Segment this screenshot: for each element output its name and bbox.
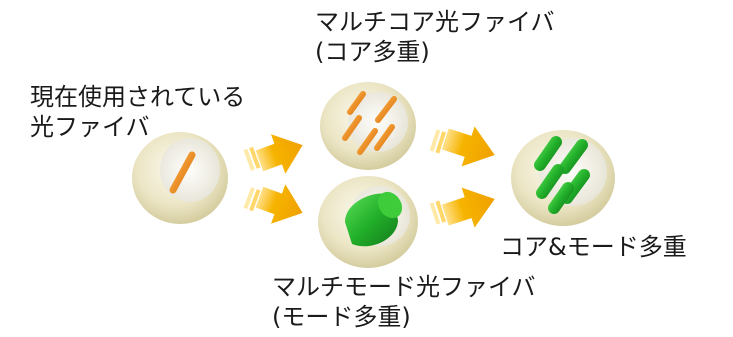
core-mode-label: コア&モード多重 [500,233,687,261]
multicore-fiber-label: マルチコア光ファイバ (コア多重) [315,7,555,67]
multimode-fiber-label-line: (モード多重) [272,303,411,331]
core-mode-fiber-graphic [511,130,615,226]
core-mode-fiber-core [536,164,564,199]
multicore-fiber-label-line: マルチコア光ファイバ [315,8,555,36]
current-fiber-face [160,138,220,202]
multicore-fiber-core [357,128,378,155]
arrow-icon [441,126,495,167]
arrow-to-multicore [243,134,303,174]
multicore-fiber-core [342,115,362,141]
current-fiber-graphic [132,132,228,224]
arrow-icon [441,187,495,228]
arrow-icon [255,134,303,174]
core-mode-fiber-core [559,139,588,174]
core-mode-fiber-core [548,182,574,214]
arrow-from-multicore [429,126,495,167]
current-fiber-label: 現在使用されている 光ファイバ [30,82,245,142]
multicore-fiber-core [374,124,395,151]
multicore-fiber-core [375,96,397,123]
arrow-from-multimode [429,187,495,228]
multicore-fiber-graphic [320,82,416,170]
core-mode-fiber-face [539,138,607,206]
arrow-to-multimode [243,184,303,224]
current-fiber-label-line: 光ファイバ [30,113,150,141]
multicore-fiber-label-line: (コア多重) [315,38,430,66]
multimode-fiber-core-end [377,191,403,219]
core-mode-fiber-core [534,136,562,171]
multimode-fiber-graphic [318,176,418,268]
arrow-icon [255,184,303,224]
multicore-fiber-core [347,91,366,115]
current-fiber-label-line: 現在使用されている [30,83,246,111]
multimode-fiber-label-line: マルチモード光ファイバ [272,273,536,301]
multimode-fiber-label: マルチモード光ファイバ (モード多重) [272,272,536,332]
current-fiber-core [169,151,196,194]
